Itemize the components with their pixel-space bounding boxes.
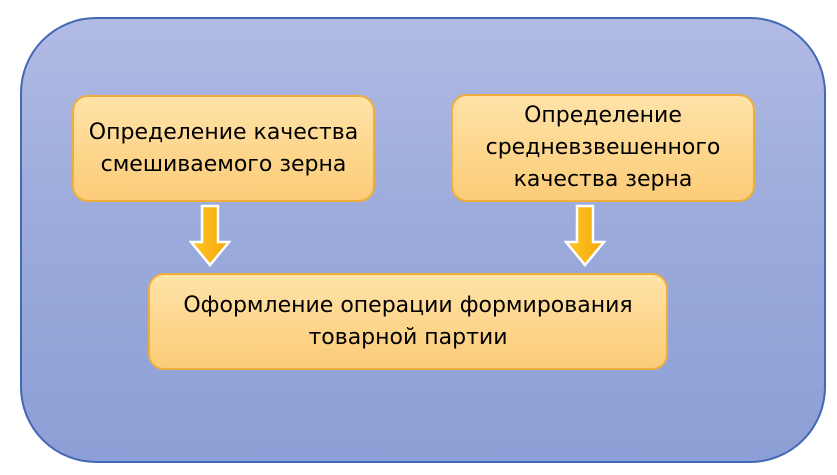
node-label-line: средневзвешенного [485,135,721,160]
node-mixed-grain-quality: Определение качества смешиваемого зерна [72,95,375,202]
node-label-line: товарной партии [308,324,508,350]
node-label-line: смешиваемого зерна [100,151,347,177]
node-label-line: качества зерна [513,167,693,192]
node-weighted-average-quality: Определение средневзвешенного качества з… [451,94,755,202]
node-label-line: Оформление операции формирования [183,292,633,318]
down-arrow-icon [564,204,606,267]
diagram-panel [20,17,826,463]
node-label-line: Определение [524,103,682,128]
down-arrow-icon [189,204,231,267]
node-batch-formation: Оформление операции формирования товарно… [148,273,668,370]
node-label-line: Определение качества [88,119,359,145]
